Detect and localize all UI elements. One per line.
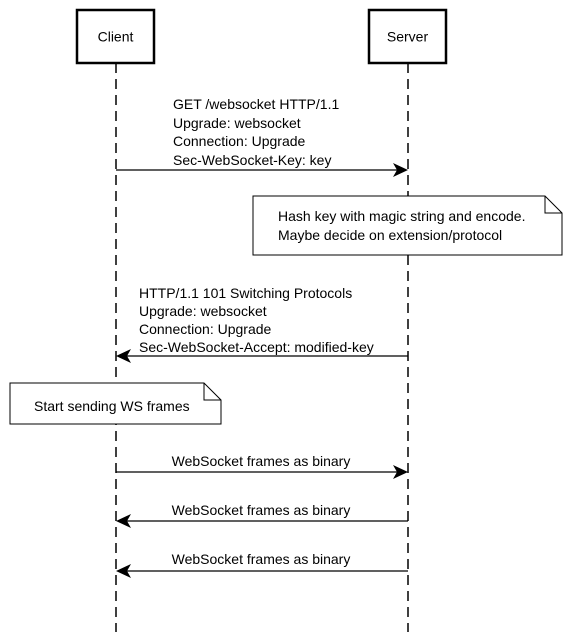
note-shape	[252, 195, 563, 256]
arrow-head-left	[116, 349, 131, 363]
participant-server: Server	[367, 8, 448, 65]
message-label: WebSocket frames as binary	[172, 551, 351, 567]
arrow-head-left	[116, 514, 131, 528]
note-shape	[9, 382, 222, 425]
note-line: Hash key with magic string and encode.	[278, 208, 525, 224]
message-label-line: Upgrade: websocket	[139, 303, 267, 319]
message-label: WebSocket frames as binary	[172, 502, 351, 518]
participant-server-label: Server	[387, 29, 429, 45]
message-handshake-response: HTTP/1.1 101 Switching Protocols Upgrade…	[116, 285, 408, 363]
message-label: WebSocket frames as binary	[172, 453, 351, 469]
arrow-head-left	[116, 564, 131, 578]
message-label-line: Sec-WebSocket-Key: key	[173, 152, 331, 168]
note-server-hash: Hash key with magic string and encode. M…	[252, 195, 563, 256]
arrow-head-right	[393, 465, 408, 479]
message-label-line: Upgrade: websocket	[173, 115, 301, 131]
message-handshake-request: GET /websocket HTTP/1.1 Upgrade: websock…	[116, 96, 408, 177]
message-label-line: GET /websocket HTTP/1.1	[173, 96, 339, 112]
participant-client: Client	[75, 8, 156, 65]
message-label-line: Connection: Upgrade	[139, 321, 272, 337]
message-label-line: Sec-WebSocket-Accept: modified-key	[139, 339, 374, 355]
arrow-head-right	[393, 163, 408, 177]
message-ws-frames-to-server: WebSocket frames as binary	[116, 453, 408, 479]
note-client-start: Start sending WS frames	[9, 382, 222, 425]
note-line: Maybe decide on extension/protocol	[278, 227, 502, 243]
note-line: Start sending WS frames	[34, 398, 190, 414]
message-ws-frames-to-client: WebSocket frames as binary	[116, 502, 408, 528]
message-ws-frames-to-client: WebSocket frames as binary	[116, 551, 408, 578]
message-label-line: Connection: Upgrade	[173, 133, 306, 149]
participant-client-label: Client	[98, 29, 134, 45]
message-label-line: HTTP/1.1 101 Switching Protocols	[139, 285, 352, 301]
